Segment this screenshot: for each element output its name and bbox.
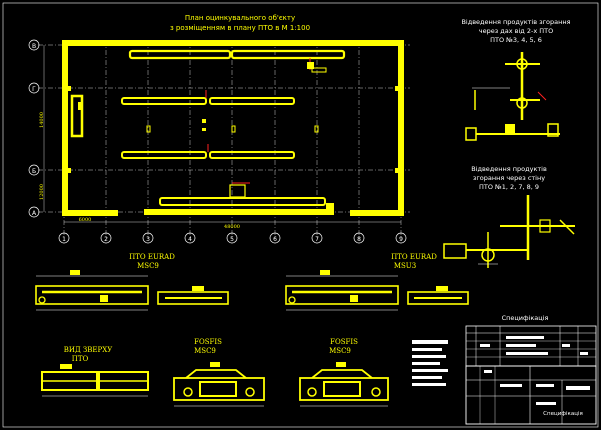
axis-label-7: 7: [315, 236, 319, 243]
dim-left-bottom: 12000: [39, 184, 45, 200]
notes-block: [412, 340, 448, 386]
side1-line3: ПТО №3, 4, 5, 6: [490, 36, 542, 44]
spec-table-title: Специфікація: [502, 314, 549, 322]
axis-label-1: 1: [62, 236, 66, 243]
unit-right-title: ПТО EURAD: [391, 253, 437, 261]
top-view-title: ВИД ЗВЕРХУ: [64, 346, 113, 354]
stamp-title: Специфікація: [543, 411, 583, 417]
unit-left-title: ПТО EURAD: [129, 253, 175, 261]
axis-label-9: 9: [399, 236, 403, 243]
axis-label-a: А: [32, 210, 37, 217]
unit-msu3: ПТО EURAD MSU3: [285, 253, 469, 311]
bottom-heaters: [144, 182, 334, 215]
side2-line2: згорання через стіну: [473, 174, 545, 182]
dim-bottom-left: 6000: [79, 217, 92, 223]
axis-label-6: 6: [273, 236, 277, 243]
unit-right-model: MSU3: [394, 262, 416, 270]
axis-label-b: Б: [32, 168, 36, 175]
fosfis1-model: MSC9: [194, 347, 216, 355]
building-walls: [62, 40, 404, 216]
side2-line3: ПТО №1, 2, 7, 8, 9: [479, 183, 539, 191]
fosfis-unit-1: FOSFIS MSC9: [173, 338, 265, 407]
fosfis2-model: MSC9: [329, 347, 351, 355]
middle-heaters: [121, 90, 295, 159]
axis-label-v: В: [32, 43, 36, 50]
fosfis1-title: FOSFIS: [194, 338, 222, 346]
dim-left-top: 14000: [39, 112, 45, 128]
top-view-sub: ПТО: [72, 355, 89, 363]
axis-label-5: 5: [230, 236, 234, 243]
plan-title-line1: План оцинкувального об'єкту: [185, 14, 295, 22]
spec-table: Специфікація: [465, 314, 597, 367]
plan-title-line2: з розміщенням в плану ПТО в М 1:100: [170, 24, 310, 32]
axis-label-2: 2: [104, 236, 108, 243]
fosfis-unit-2: FOSFIS MSC9: [299, 338, 389, 407]
axis-label-g: Г: [32, 86, 36, 93]
axis-label-8: 8: [357, 236, 361, 243]
side1-line1: Відведення продуктів згорання: [461, 18, 570, 26]
dim-bottom-total: 48000: [224, 224, 240, 230]
row-axes: В Г Б А: [28, 39, 40, 218]
floor-plan: План оцинкувального об'єкту з розміщення…: [28, 14, 410, 244]
top-view: ВИД ЗВЕРХУ ПТО: [41, 346, 149, 397]
unit-msc9: ПТО EURAD MSC9: [35, 253, 229, 311]
side-view-wall: Відведення продуктів згорання через стін…: [443, 165, 575, 268]
fosfis2-title: FOSFIS: [330, 338, 358, 346]
axis-label-3: 3: [146, 236, 150, 243]
side1-line2: через дах від 2-х ПТО: [479, 27, 553, 35]
top-heaters: [128, 49, 346, 73]
column-axes: 1 2 3 4 5 6 7 8 9: [58, 232, 407, 244]
side-view-roof: Відведення продуктів згорання через дах …: [461, 18, 571, 141]
axis-label-4: 4: [188, 236, 192, 243]
column-markers: [146, 119, 319, 133]
title-stamp: Специфікація: [465, 365, 597, 425]
left-booth: [70, 94, 84, 138]
side2-line1: Відведення продуктів: [471, 165, 547, 173]
unit-left-model: MSC9: [137, 262, 159, 270]
